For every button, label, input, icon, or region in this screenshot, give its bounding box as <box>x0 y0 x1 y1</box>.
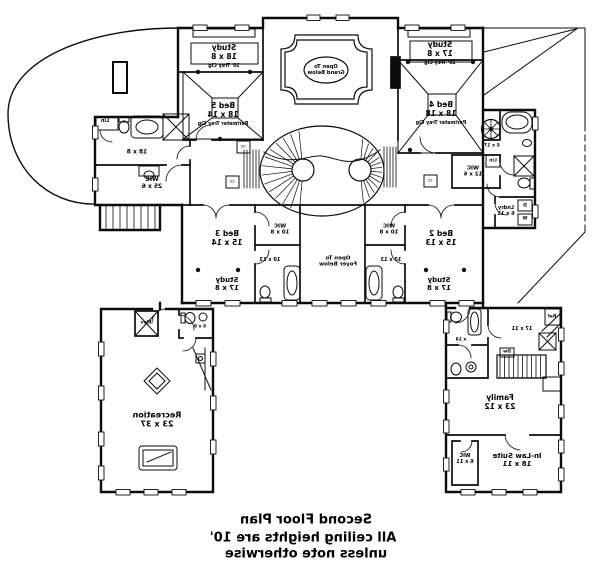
bath-family-dims: x 14 <box>455 337 467 343</box>
column-dots <box>195 59 476 273</box>
spiral-stair <box>480 118 502 140</box>
study-bed5-label: Study 18 x 8 <box>211 43 237 61</box>
open-to-foyer-below: Open To Foyer Below <box>319 255 357 268</box>
wic-bed3-label: WIC 10 x 8 <box>270 223 290 236</box>
linen-right-label: Lin <box>489 158 497 164</box>
windows <box>92 14 565 496</box>
grand-room-ceiling-frame <box>280 34 373 105</box>
dishwasher-label: Dw <box>503 349 511 355</box>
linen-left-label: Lin <box>100 119 110 125</box>
recreation-label: Recreation 23 x 37 <box>132 410 182 429</box>
stairs <box>105 146 562 392</box>
inlaw-suite-label: In-Law Suite 18 x 11 <box>492 451 542 468</box>
bed5-label: Bed 5 18 x 14 <box>207 101 239 119</box>
chase-left-2: cc <box>229 179 235 185</box>
study-label-boxes <box>190 28 473 65</box>
laundry-label: Lndry 6 x 11 <box>497 205 515 217</box>
caption-line-2: All ceiling heights are 10' <box>209 530 397 546</box>
roof-lines <box>482 27 586 304</box>
bed4-label: Bed 4 18 x 18 <box>425 100 457 118</box>
study-bed2-label: Study 17 x 8 <box>426 275 452 292</box>
family-label: Family 23 x 12 <box>484 393 516 411</box>
kitchen-dims: 17 x 11 <box>511 326 533 333</box>
elevator-label: Elev <box>140 320 152 326</box>
chase-right: cc <box>427 178 433 184</box>
wic-bed4-label: WIC 12 x 6 <box>463 165 483 178</box>
refrigerator-label: Ref <box>547 314 557 320</box>
bath-bed5-dims: 18 x 8 <box>126 148 148 156</box>
dryer-label: D <box>523 203 527 209</box>
bed3-label: Bed 3 15 x 14 <box>211 229 243 247</box>
bath-rec-dims: 6 x 9 <box>193 324 207 330</box>
study-bed3-label: Study 17 x 8 <box>214 275 240 292</box>
curved-deck-outline <box>7 27 179 205</box>
tray-ceiling-bed5 <box>182 71 264 140</box>
wic-bed2-label: WIC 10 x 8 <box>379 223 399 236</box>
bath-bed3-dims: 10 x 13 <box>259 257 281 264</box>
caption-line-1: Second Floor Plan <box>239 512 373 528</box>
bed5-ceiling: Perimeter Trey Clg <box>197 122 249 128</box>
wic-inlaw-label: WIC 6 x 11 <box>456 453 474 465</box>
bath-bed4-dims: 6 x 17 <box>484 143 500 149</box>
caption-line-3: unless note otherwise <box>224 546 388 562</box>
bed4-ceiling: Perimeter Trey Clg <box>415 121 467 127</box>
washer-label: W <box>522 216 528 222</box>
grand-oval-staircase <box>259 125 385 217</box>
study-bed4-ceiling: 10' Trey Clg <box>424 60 456 66</box>
study-bed5-ceiling: 10' Trey Clg <box>208 63 240 69</box>
chase-left-1: cc <box>240 144 246 150</box>
door-arcs <box>99 124 521 453</box>
bath-bed2-dims: 10 x 13 <box>380 257 402 264</box>
study-bed4-label: Study 17 x 8 <box>427 40 453 58</box>
fixtures <box>118 111 562 471</box>
open-to-grand-below: Open To Grand Below <box>307 63 345 76</box>
tray-ceiling-bed4 <box>397 59 484 154</box>
bed2-label: Bed 2 15 x 13 <box>425 229 457 247</box>
wic-bed5-label: WIC 25 x 6 <box>141 175 163 190</box>
